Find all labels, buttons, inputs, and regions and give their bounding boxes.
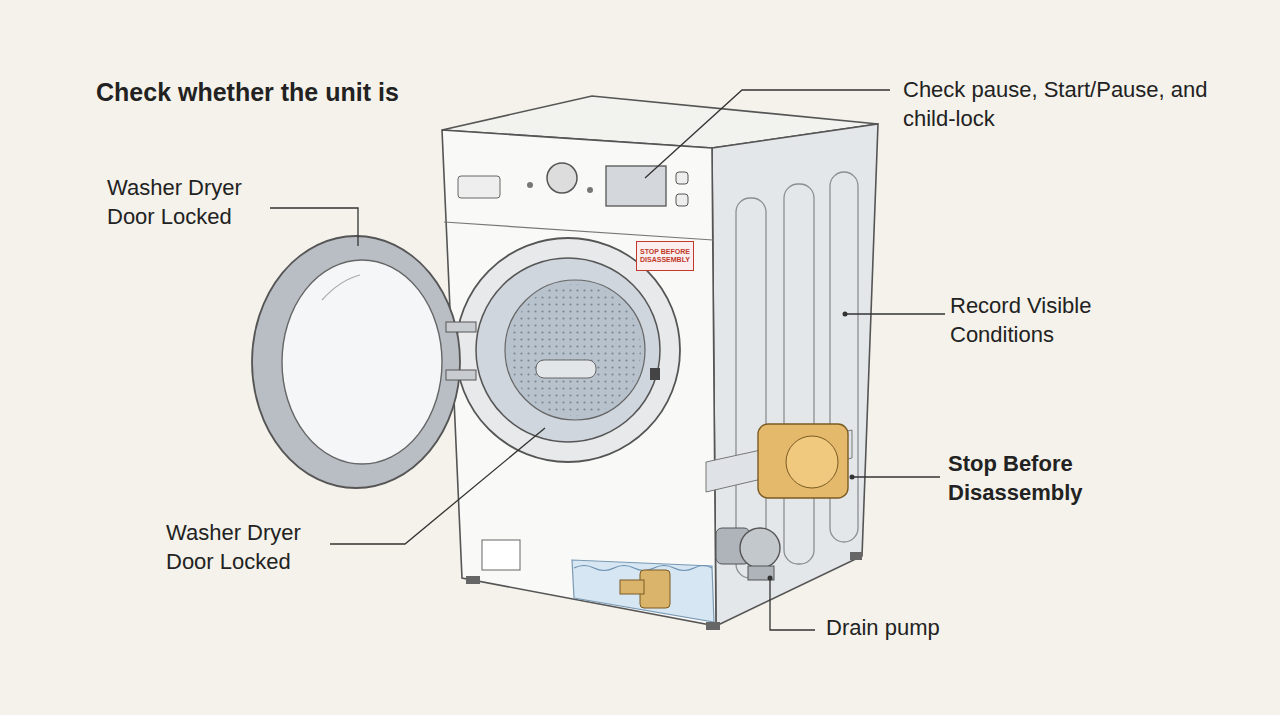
callout-label: Drain pump	[826, 614, 1026, 643]
callout-label: Record Visible Conditions	[950, 292, 1140, 349]
detergent-drawer	[458, 176, 500, 198]
leader-line	[852, 476, 940, 477]
water-cutaway	[572, 560, 714, 622]
button	[676, 172, 688, 184]
hinge	[446, 370, 476, 380]
door-latch	[650, 368, 660, 380]
door-glass	[282, 260, 442, 464]
drum	[505, 280, 645, 420]
callout-label: Check pause, Start/Pause, and child-lock	[903, 76, 1213, 133]
hinge	[446, 322, 476, 332]
leader-line	[770, 578, 815, 630]
filter-cover	[482, 540, 520, 570]
callout-label: Stop Before Disassembly	[948, 450, 1128, 507]
leader-dot	[843, 312, 848, 317]
leader-line	[330, 428, 545, 544]
button	[676, 194, 688, 206]
side-rib	[784, 184, 814, 564]
indicator	[587, 187, 593, 193]
foot	[850, 552, 862, 560]
drain-pump	[740, 528, 780, 568]
blower-fan	[786, 436, 838, 488]
door-gasket	[456, 238, 680, 462]
sticker-text: STOP BEFORE DISASSEMBLY	[638, 248, 692, 264]
callout-label: Washer Dryer Door Locked	[107, 174, 275, 231]
foot	[466, 576, 480, 584]
side-panel	[712, 124, 878, 626]
drain-outlet	[748, 566, 774, 580]
diagram-title: Check whether the unit is	[96, 76, 516, 109]
drum-paddle	[536, 360, 596, 378]
front-panel	[442, 130, 716, 626]
leader-line	[645, 90, 890, 178]
leader-dot	[850, 475, 855, 480]
door-ring	[252, 236, 460, 488]
indicator	[527, 182, 533, 188]
program-knob	[547, 163, 577, 193]
side-rib	[736, 198, 766, 578]
valve-pipe	[620, 580, 644, 594]
drum-perforation	[509, 284, 641, 416]
warning-sticker: STOP BEFORE DISASSEMBLY	[636, 241, 694, 271]
foot	[706, 622, 720, 630]
leader-line	[845, 313, 945, 314]
callout-label: Washer Dryer Door Locked	[166, 519, 334, 576]
leader-line	[270, 208, 358, 246]
panel-seam	[444, 222, 713, 240]
blower-housing	[758, 424, 848, 498]
drum-rim	[476, 258, 660, 442]
leader-dot	[768, 576, 773, 581]
display	[606, 166, 666, 206]
glass-reflection	[322, 275, 360, 300]
